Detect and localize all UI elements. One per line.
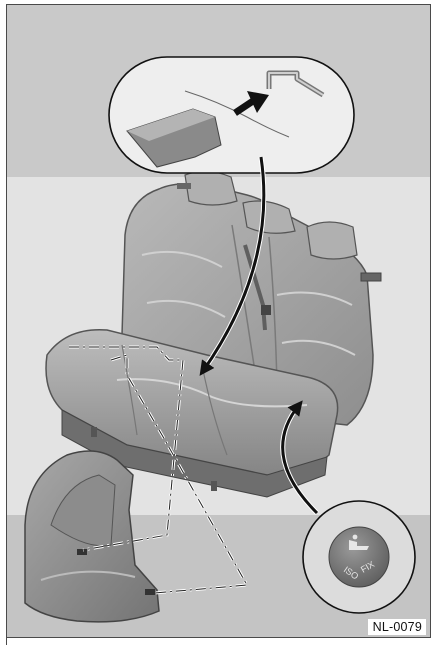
headrest-left [185, 171, 237, 205]
page-edge-line [6, 638, 7, 645]
headrest-right [307, 222, 357, 259]
figure-reference-code: NL-0079 [368, 619, 426, 635]
anchor-detail-zoom [109, 57, 354, 173]
rear-seat-isofix-illustration: ISO FIX [7, 5, 430, 637]
isofix-badge-zoom: ISO FIX [303, 501, 415, 613]
diagram-frame: ISO FIX NL-0079 [6, 4, 431, 638]
